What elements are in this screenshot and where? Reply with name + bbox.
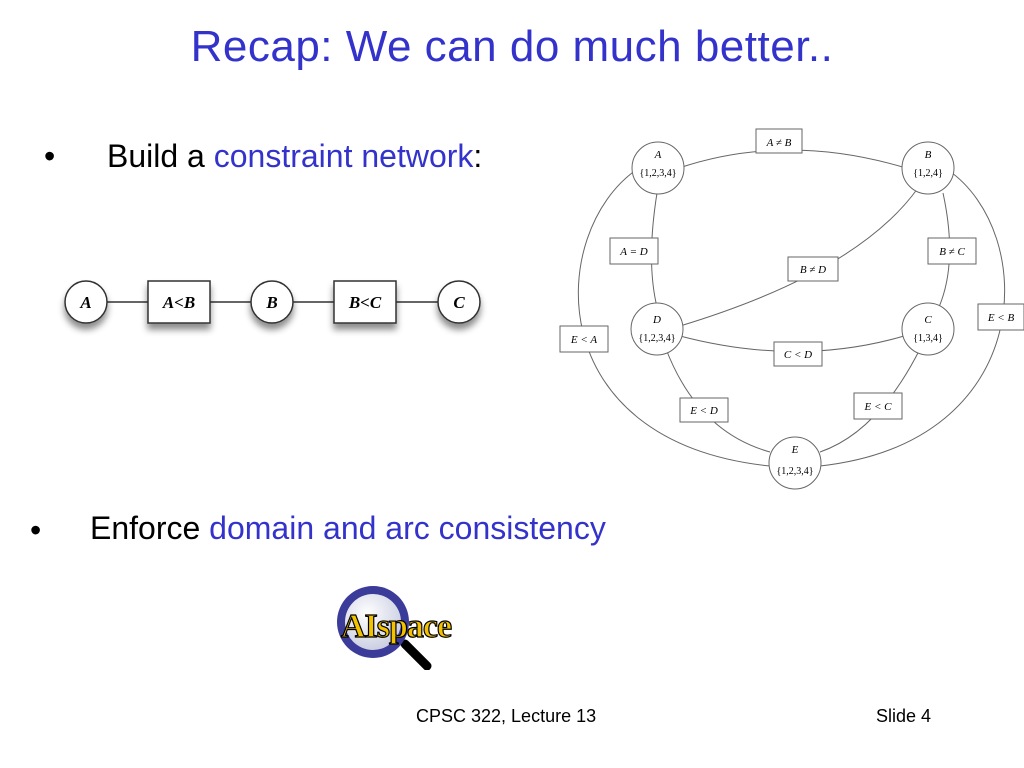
bullet-2-prefix: Enforce xyxy=(90,510,210,546)
chain-node-b-label: B xyxy=(265,293,277,312)
magnifier-icon xyxy=(337,586,432,670)
slide-title: Recap: We can do much better.. xyxy=(190,22,834,71)
aispace-logo-text: AIspace xyxy=(341,608,452,645)
aispace-logo[interactable]: AIspace xyxy=(333,586,533,670)
variable-c-name: C xyxy=(924,314,932,326)
constraint-e-lt-b: E < B xyxy=(977,303,1024,331)
footer-course: CPSC 322, Lecture 13 xyxy=(416,706,597,726)
bullet-1-prefix: Build a xyxy=(107,138,214,174)
constraint-e-lt-a: E < A xyxy=(559,325,609,353)
chain-node-c-label: C xyxy=(453,293,465,312)
constraint-a-neq-b-label: A ≠ B xyxy=(766,137,792,149)
variable-node-a: A {1,2,3,4} xyxy=(631,141,685,195)
variable-b-name: B xyxy=(925,149,932,161)
chain-constraint-b-lt-c: B<C xyxy=(333,280,397,324)
chain-node-c: C xyxy=(437,280,481,324)
bullet-marker-1: • xyxy=(44,138,56,174)
constraint-a-eq-d: A = D xyxy=(609,237,659,265)
variable-node-d: D {1,2,3,4} xyxy=(630,302,684,356)
chain-node-b: B xyxy=(250,280,294,324)
edge-b-e xyxy=(819,169,1006,467)
constraint-b-neq-d: B ≠ D xyxy=(787,256,839,282)
chain-network-diagram: A A<B B B<C C xyxy=(64,280,481,324)
constraint-b-neq-c-label: B ≠ C xyxy=(939,246,965,258)
variable-a-name: A xyxy=(654,149,662,161)
bullet-2-highlight: domain and arc consistency xyxy=(209,510,606,546)
variable-node-c: C {1,3,4} xyxy=(901,302,955,356)
variable-b-domain: {1,2,4} xyxy=(913,168,943,179)
constraint-c-lt-d-label: C < D xyxy=(784,349,812,361)
chain-node-a-label: A xyxy=(79,293,91,312)
variable-node-b: B {1,2,4} xyxy=(901,141,955,195)
variable-c-domain: {1,3,4} xyxy=(913,333,943,344)
chain-constraint-a-lt-b: A<B xyxy=(147,280,211,324)
bullet-enforce-consistency: Enforce domain and arc consistency xyxy=(90,510,606,547)
constraint-network-diagram: A {1,2,3,4} B {1,2,4} C {1,3,4} D {1,2,3… xyxy=(559,128,1024,490)
constraint-b-neq-c: B ≠ C xyxy=(927,237,977,265)
chain-constraint-b-lt-c-label: B<C xyxy=(348,293,382,312)
footer-slide-number: Slide 4 xyxy=(876,706,932,726)
constraint-e-lt-d: E < D xyxy=(679,397,729,423)
bullet-1-suffix: : xyxy=(473,138,483,174)
constraint-e-lt-b-label: E < B xyxy=(987,312,1015,324)
constraint-e-lt-a-label: E < A xyxy=(570,334,597,346)
variable-a-domain: {1,2,3,4} xyxy=(639,168,676,179)
bullet-1-highlight: constraint network xyxy=(213,138,474,174)
variable-d-domain: {1,2,3,4} xyxy=(638,333,675,344)
constraint-a-eq-d-label: A = D xyxy=(619,246,647,258)
chain-node-a: A xyxy=(64,280,108,324)
constraint-a-neq-b: A ≠ B xyxy=(755,128,803,154)
constraint-e-lt-c: E < C xyxy=(853,392,903,420)
variable-node-e: E {1,2,3,4} xyxy=(768,436,822,490)
constraint-c-lt-d: C < D xyxy=(773,341,823,367)
constraint-e-lt-d-label: E < D xyxy=(689,405,718,417)
constraint-b-neq-d-label: B ≠ D xyxy=(800,264,826,276)
variable-e-domain: {1,2,3,4} xyxy=(776,466,813,477)
variable-e-name: E xyxy=(791,444,799,456)
bullet-marker-2: • xyxy=(30,512,42,548)
chain-constraint-a-lt-b-label: A<B xyxy=(162,293,195,312)
constraint-e-lt-c-label: E < C xyxy=(864,401,893,413)
variable-d-name: D xyxy=(652,314,661,326)
bullet-build-network: Build a constraint network: xyxy=(107,138,482,175)
